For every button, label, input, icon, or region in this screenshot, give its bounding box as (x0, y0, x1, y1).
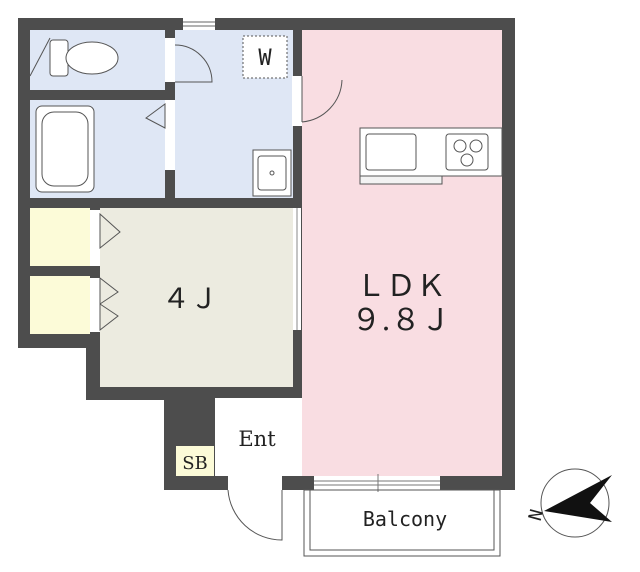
bedroom-floor (100, 208, 293, 387)
door-swings (99, 44, 343, 541)
shoe-box-floor (176, 446, 214, 476)
ldk-size: ９.８Ｊ (351, 303, 451, 338)
balcony-label: Balcony (363, 507, 447, 531)
entrance-floor (215, 398, 298, 476)
entrance-label: Ent (238, 427, 276, 451)
openings (90, 18, 440, 492)
balcony (303, 489, 501, 557)
washer-space (242, 35, 288, 79)
bedroom-size: ４Ｊ (162, 282, 218, 315)
ldk-floor (302, 30, 502, 476)
ldk-label: ＬＤＫ (356, 269, 446, 304)
kitchen-counter (359, 127, 503, 185)
washroom-label: W (258, 46, 272, 71)
toilet-fixture (29, 37, 119, 77)
bathtub-fixture (35, 105, 95, 193)
closet-2-floor (30, 276, 90, 334)
closet-1-floor (30, 208, 90, 266)
wash-basin (252, 149, 292, 197)
compass-north-label: N (525, 507, 548, 523)
compass-icon: N (525, 468, 612, 538)
shoe-box-label: SB (182, 453, 208, 474)
